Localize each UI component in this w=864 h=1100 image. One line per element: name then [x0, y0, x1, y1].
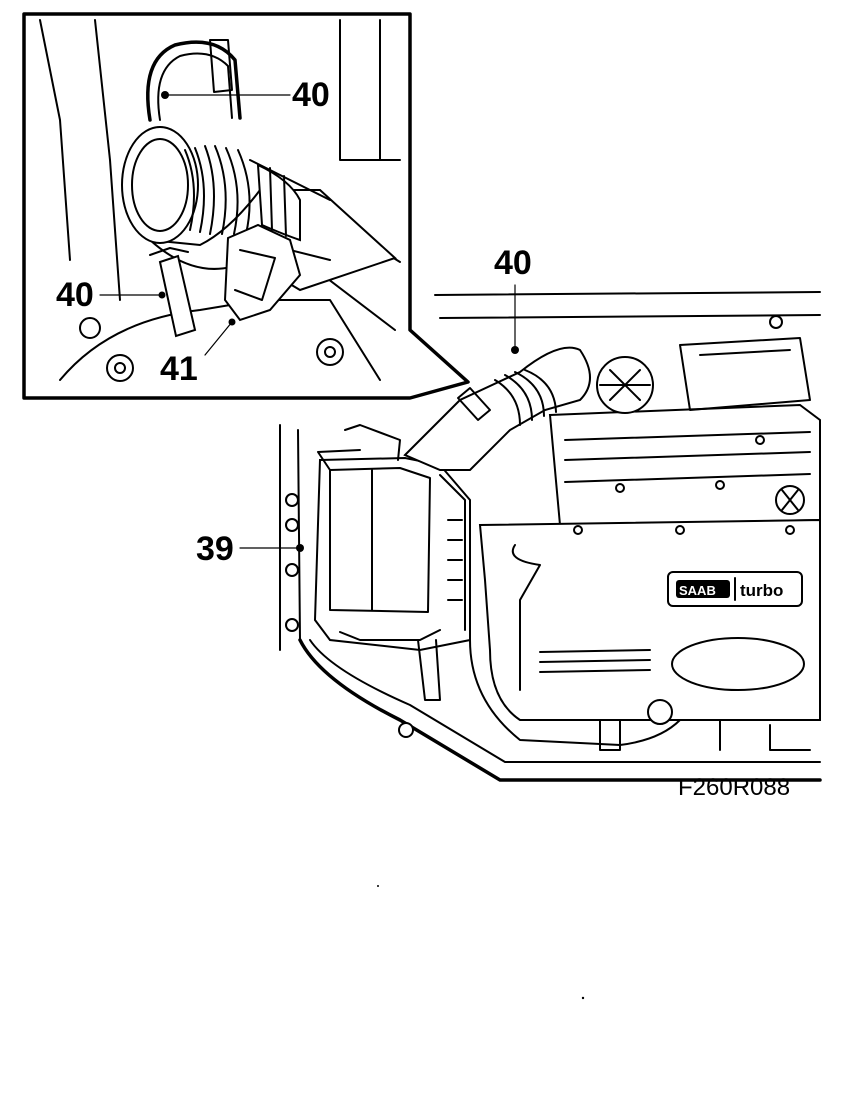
- brand-text: turbo: [740, 581, 783, 600]
- valve-cover: [548, 403, 821, 527]
- engine-cover: [478, 518, 821, 721]
- callout-inset-left: 40: [56, 276, 94, 314]
- breather-pipe: [158, 254, 197, 338]
- intake-hose: [403, 346, 591, 471]
- inset-frame: [22, 12, 470, 400]
- hose-clip: [146, 40, 242, 122]
- clamp-41: [223, 223, 302, 322]
- callout-main-hose: 40: [494, 244, 532, 282]
- inset-detail: 40 40 41: [22, 12, 470, 400]
- engine-bay: SAAB turbo 40 39: [196, 244, 822, 782]
- callout-inset-top: 40: [292, 76, 330, 114]
- callout-inset-bottom: 41: [160, 350, 198, 388]
- brand-logo: SAAB: [679, 583, 716, 598]
- scan-speck: [377, 885, 379, 887]
- figure-code: F260R088: [678, 774, 790, 801]
- air-filter-box: [313, 456, 471, 652]
- callout-main-box: 39: [196, 530, 234, 568]
- scan-speck: [581, 996, 585, 1000]
